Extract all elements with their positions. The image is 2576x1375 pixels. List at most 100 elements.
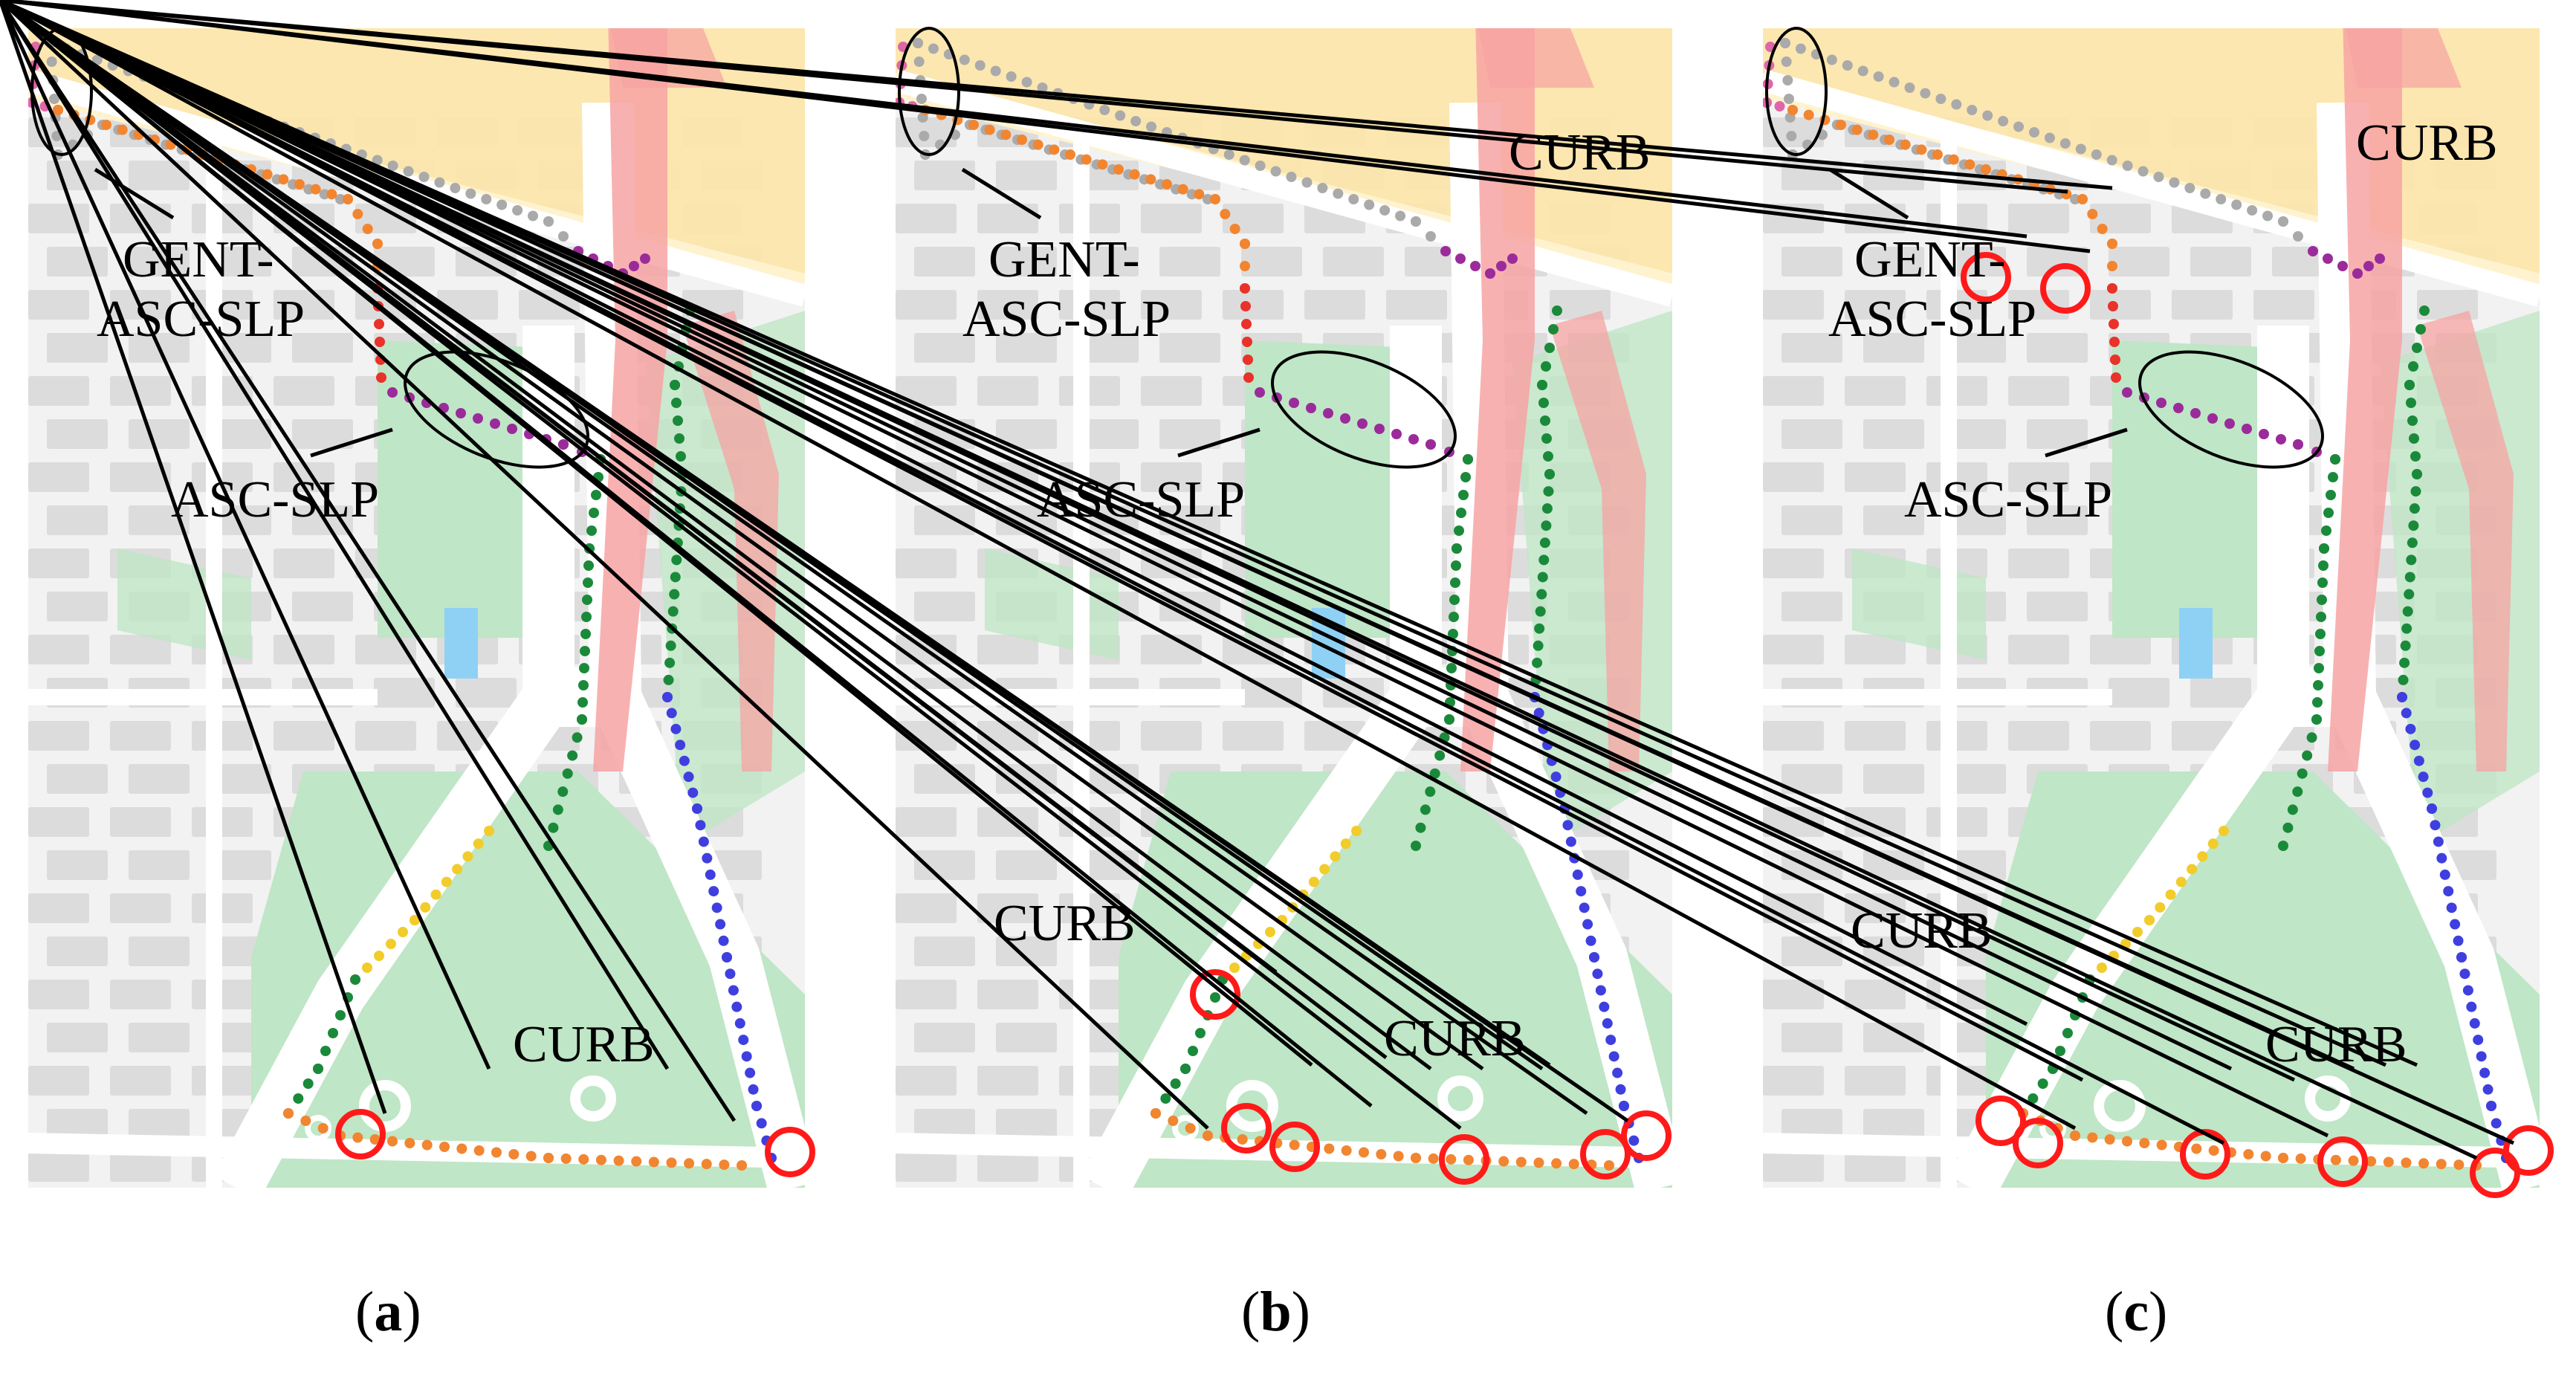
building-block: [2172, 290, 2233, 320]
building-block: [896, 290, 957, 320]
trajectory-point: [2323, 253, 2333, 264]
trajectory-point: [2313, 680, 2323, 690]
trajectory-point: [1032, 139, 1043, 150]
building-block: [1078, 247, 1139, 276]
trajectory-b: [896, 38, 1644, 1171]
building-block: [1845, 1152, 1906, 1182]
building-block: [274, 721, 334, 751]
trajectory-point: [1301, 177, 1313, 188]
building-block: [977, 1152, 1038, 1182]
trajectory-point: [2184, 183, 2195, 193]
curb-leader-line: [0, 0, 737, 1122]
building-block: [1945, 1195, 2006, 1225]
building-block: [1863, 936, 1924, 966]
building-block: [47, 1195, 108, 1225]
trajectory-point: [2297, 768, 2308, 779]
building-block: [2027, 419, 2088, 449]
trajectory-point: [1130, 116, 1142, 126]
trajectory-point: [543, 1153, 554, 1163]
trajectory-point: [1507, 253, 1518, 264]
building-block: [1763, 290, 1824, 320]
park-roundabout-3: [1172, 1115, 1199, 1142]
trajectory-point: [319, 189, 330, 200]
trajectory-point: [2173, 403, 2184, 413]
building-block: [2354, 1195, 2415, 1225]
trajectory-point: [456, 1143, 467, 1154]
trajectory-point: [1982, 110, 1993, 121]
trajectory-point: [2013, 121, 2025, 132]
trajectory-point: [2091, 149, 2102, 160]
trajectory-point: [2453, 935, 2464, 946]
trajectory-point: [675, 740, 686, 751]
trajectory-point: [1608, 1051, 1619, 1062]
trajectory-point: [1498, 1156, 1509, 1167]
trajectory-point: [2326, 490, 2336, 500]
trajectory-point: [2400, 640, 2411, 651]
building-block: [2008, 635, 2069, 664]
trajectory-point: [1537, 572, 1548, 583]
trajectory-point: [1188, 1046, 1198, 1056]
trajectory-point: [101, 120, 111, 130]
trajectory-point: [398, 927, 408, 937]
label-asc-slp-c: ASC-SLP: [1904, 471, 2112, 528]
building-block: [1159, 592, 1220, 621]
trajectory-point: [669, 589, 680, 600]
building-block: [1159, 419, 1220, 449]
building-block: [2027, 505, 2088, 535]
building-block: [1304, 290, 1365, 320]
trajectory-point: [376, 372, 386, 383]
trajectory-point: [525, 1151, 537, 1162]
trajectory-point: [374, 951, 384, 961]
trajectory-point: [1619, 1101, 1629, 1111]
curb-leader-line: [0, 0, 2113, 190]
trajectory-point: [2070, 194, 2080, 204]
trajectory-point: [2242, 424, 2252, 434]
building-block: [1568, 1195, 1629, 1225]
building-block: [996, 850, 1057, 880]
building-block: [914, 505, 975, 535]
trajectory-point: [2401, 623, 2412, 634]
road-east-branch: [1449, 102, 1672, 1188]
building-block: [1845, 980, 1906, 1009]
trajectory-point: [586, 525, 597, 536]
building-block: [1763, 635, 1824, 664]
building-block: [896, 1066, 957, 1096]
trajectory-point: [2328, 472, 2338, 482]
trajectory-point: [702, 852, 713, 864]
curb-leader-line: [0, 0, 1432, 1071]
trajectory-point: [1017, 135, 1027, 145]
trajectory-point: [1324, 1143, 1335, 1154]
trajectory-point: [2459, 968, 2470, 980]
trajectory-point: [1146, 121, 1157, 132]
trajectory-point: [387, 1136, 398, 1147]
trajectory-point: [968, 120, 979, 130]
building-block: [28, 376, 89, 406]
trajectory-point: [558, 439, 569, 450]
trajectory-point: [1323, 408, 1333, 418]
trajectory-point: [313, 1064, 323, 1074]
trajectory-point: [741, 1051, 752, 1062]
trajectory-point: [1243, 355, 1253, 365]
trajectory-point: [674, 433, 685, 444]
trajectory-point: [473, 413, 483, 424]
trajectory-point: [567, 750, 578, 761]
trajectory-point: [2330, 1154, 2341, 1165]
trajectory-c: [1763, 38, 2511, 1171]
building-block: [110, 1152, 171, 1182]
trajectory-point: [1446, 1154, 1457, 1165]
trajectory-point: [2405, 723, 2416, 734]
trajectory-point: [2412, 343, 2422, 353]
trajectory-point: [1582, 919, 1593, 930]
road-frontage: [896, 69, 1672, 307]
trajectory-point: [2348, 1155, 2359, 1166]
trajectory-point: [2491, 1118, 2502, 1129]
trajectory-point: [959, 54, 970, 65]
trajectory-point: [2293, 439, 2303, 450]
building-block: [292, 1195, 353, 1225]
building-block: [519, 290, 580, 320]
trajectory-point: [1411, 841, 1421, 851]
trajectory-point: [420, 902, 431, 913]
curb-marker-circle: [1961, 252, 2011, 302]
label-curb-left-b: CURB: [994, 895, 1136, 952]
trajectory-point: [2028, 1093, 2039, 1104]
